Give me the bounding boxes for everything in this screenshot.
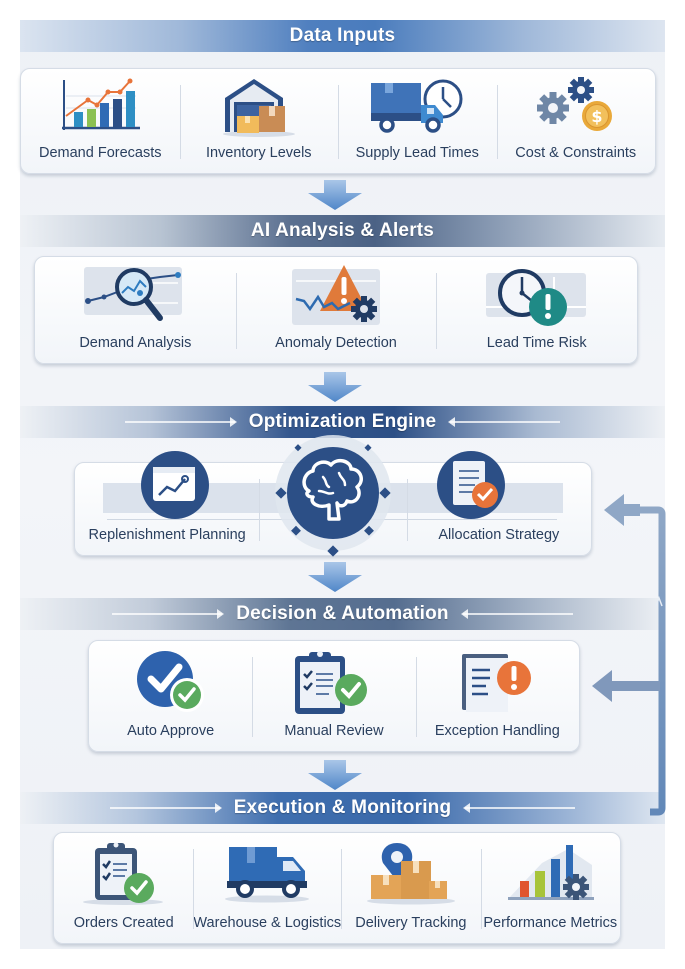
flow-arrow-down (308, 760, 362, 790)
item-exception-handling[interactable]: Exception Handling (415, 641, 579, 751)
item-label: Warehouse & Logistics (193, 915, 342, 931)
feedback-arrow-to-decision (592, 670, 660, 702)
item-supply-lead-times[interactable]: Supply Lead Times (338, 69, 497, 173)
stage-header-data-inputs: Data Inputs (20, 20, 665, 52)
feedback-loop-arrow (592, 494, 666, 816)
arrow-left-icon (463, 803, 576, 813)
item-manual-review[interactable]: Manual Review (252, 641, 415, 751)
item-label: Demand Analysis (79, 335, 192, 351)
arrow-left-icon (448, 417, 561, 427)
double-check-icon (131, 641, 211, 723)
item-demand-analysis[interactable]: Demand Analysis (35, 257, 236, 363)
item-label: Delivery Tracking (355, 915, 467, 931)
document-check-icon (435, 449, 507, 521)
stage-title: Data Inputs (289, 25, 396, 46)
clock-alert-icon (482, 257, 592, 335)
item-label: Lead Time Risk (486, 335, 587, 351)
item-label: Demand Forecasts (39, 145, 162, 161)
stage-header-ai-analysis: AI Analysis & Alerts (20, 215, 665, 247)
item-label: Orders Created (73, 915, 174, 931)
stage-title: Optimization Engine (248, 411, 437, 432)
flow-arrow-down (308, 180, 362, 210)
item-label: Allocation Strategy (438, 527, 560, 543)
stage-card-decision-automation: Auto Approve Manual Review (88, 640, 580, 752)
gears-dollar-icon: $ (531, 69, 621, 145)
location-boxes-icon (363, 833, 459, 915)
stage-title: Execution & Monitoring (233, 797, 452, 818)
item-lead-time-risk[interactable]: Lead Time Risk (436, 257, 637, 363)
feedback-arrow-to-optimization (604, 494, 640, 526)
flow-arrow-down (308, 562, 362, 592)
stage-title: AI Analysis & Alerts (250, 220, 435, 241)
flow-arrow-down (308, 372, 362, 402)
warehouse-boxes-icon (219, 69, 299, 145)
arrow-left-icon (460, 609, 573, 619)
item-label: Anomaly Detection (275, 335, 397, 351)
arrow-right-icon (124, 417, 237, 427)
brain-icon (269, 433, 397, 557)
stage-header-execution-monitoring: Execution & Monitoring (20, 792, 665, 824)
item-label: Manual Review (284, 723, 384, 739)
bar-chart-gear-icon (502, 833, 598, 915)
svg-text:$: $ (591, 107, 602, 126)
item-anomaly-detection[interactable]: Anomaly Detection (235, 257, 437, 363)
truck-clock-icon (367, 69, 467, 145)
item-label: Auto Approve (127, 723, 215, 739)
item-delivery-tracking[interactable]: Delivery Tracking (341, 833, 480, 943)
bar-chart-trend-icon (58, 69, 142, 145)
item-label: Supply Lead Times (355, 145, 479, 161)
item-allocation-strategy[interactable]: Allocation Strategy (406, 451, 591, 555)
item-label: Exception Handling (434, 723, 560, 739)
item-label: Performance Metrics (483, 915, 618, 931)
magnifier-chart-icon (80, 257, 190, 335)
arrow-right-icon (109, 803, 222, 813)
item-demand-forecasts[interactable]: Demand Forecasts (21, 69, 180, 173)
item-warehouse-logistics[interactable]: Warehouse & Logistics (193, 833, 341, 943)
stage-card-optimization-engine: Replenishment Planning (74, 435, 592, 557)
item-label: Inventory Levels (205, 145, 312, 161)
item-label: Replenishment Planning (88, 527, 246, 543)
item-orders-created[interactable]: Orders Created (54, 833, 193, 943)
item-inventory-levels[interactable]: Inventory Levels (179, 69, 339, 173)
stage-card-ai-analysis: Demand Analysis (34, 256, 638, 364)
item-cost-constraints[interactable]: $ Cost & Constraints (496, 69, 656, 173)
clipboard-check-icon (79, 833, 169, 915)
truck-icon (221, 833, 313, 915)
document-alert-icon (452, 641, 542, 723)
item-ai-core[interactable] (259, 435, 406, 557)
clipboard-check-icon (289, 641, 379, 723)
stage-title: Decision & Automation (236, 603, 449, 624)
warning-gear-icon (288, 257, 384, 335)
stage-card-execution-monitoring: Orders Created Warehouse & Logistics (53, 832, 621, 944)
chart-window-icon (139, 449, 211, 521)
item-replenishment-planning[interactable]: Replenishment Planning (75, 451, 259, 555)
stage-card-data-inputs: Demand Forecasts Inventory Levels (20, 68, 656, 174)
item-label: Cost & Constraints (515, 145, 637, 161)
stage-header-decision-automation: Decision & Automation (20, 598, 665, 630)
item-performance-metrics[interactable]: Performance Metrics (480, 833, 620, 943)
stage-header-optimization-engine: Optimization Engine (20, 406, 665, 438)
item-auto-approve[interactable]: Auto Approve (89, 641, 252, 751)
arrow-right-icon (112, 609, 225, 619)
